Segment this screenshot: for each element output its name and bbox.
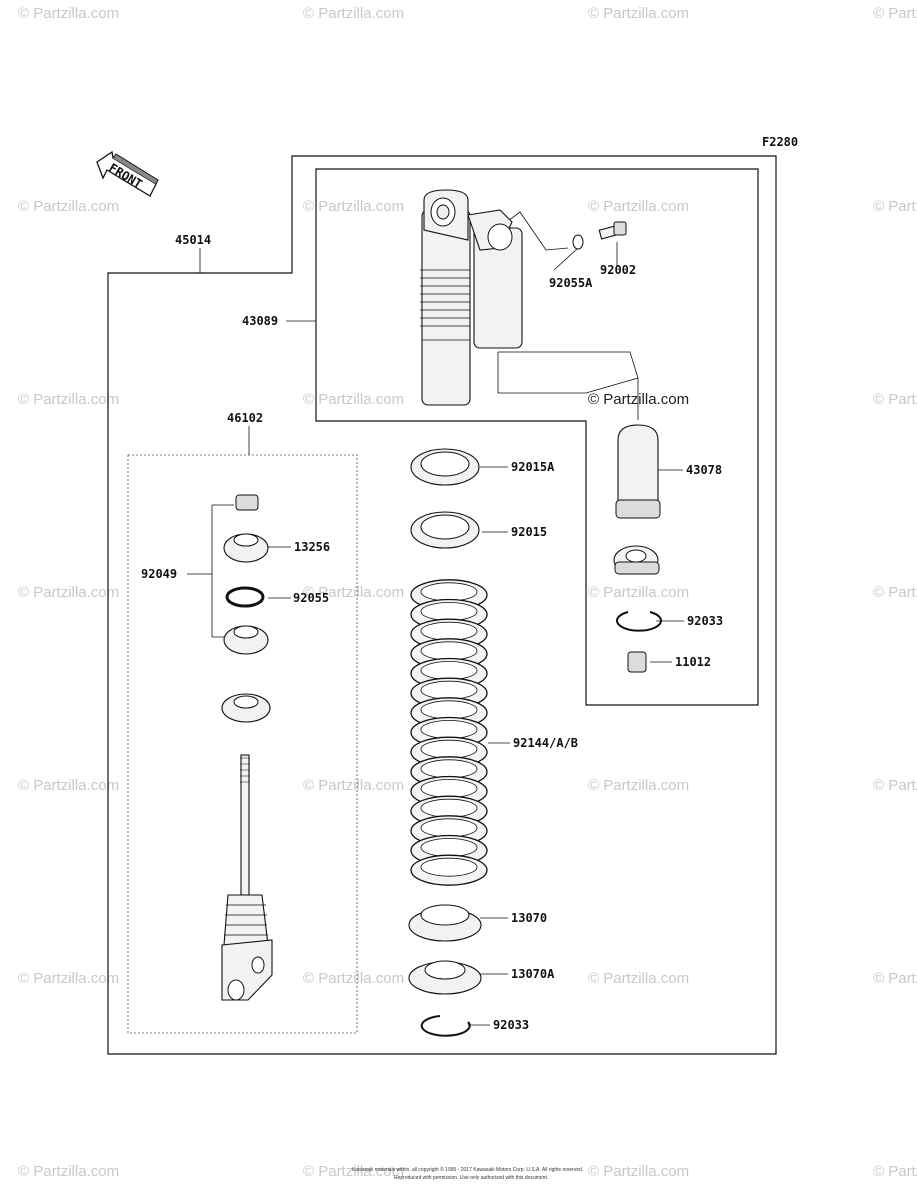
callout-92015A: 92015A [511, 460, 555, 474]
spring-coil-inner [420, 798, 478, 818]
watermark-text: © Partzilla.com [303, 777, 404, 794]
watermark-text: © Partzilla.com [18, 1163, 119, 1180]
callout-92049: 92049 [141, 567, 177, 581]
watermark-text: © Partzilla.com [873, 1163, 917, 1180]
spring-coil-inner [420, 720, 478, 739]
callout-92144: 92144/A/B [513, 736, 578, 750]
damper-rod [221, 754, 273, 1001]
watermark-text: © Partzilla.com [588, 970, 689, 987]
callout-45014: 45014 [175, 233, 211, 247]
spring-92144 [410, 579, 488, 886]
spring-coil-inner [420, 739, 478, 759]
callout-13256: 13256 [294, 540, 330, 554]
watermark-text: © Partzilla.com [303, 1163, 404, 1180]
spring-coil-inner [420, 700, 478, 720]
watermark-text: © Partzilla.com [18, 391, 119, 408]
watermark-text: © Partzilla.com [303, 584, 404, 601]
bushing-lower [223, 625, 269, 655]
spring-coil-inner [420, 759, 478, 779]
watermark-text: © Partzilla.com [18, 198, 119, 215]
washer-part [221, 693, 271, 723]
callout-92015: 92015 [511, 525, 547, 539]
circlip-92033-upper [616, 611, 662, 632]
outline-45014 [107, 155, 777, 1055]
part-11012 [627, 651, 647, 673]
outline-43089 [315, 168, 759, 706]
watermark-main: © Partzilla.com [588, 391, 689, 408]
callout-13070: 13070 [511, 911, 547, 925]
watermark-text: © Partzilla.com [873, 777, 917, 794]
watermark-text: © Partzilla.com [18, 777, 119, 794]
callout-92055A: 92055A [549, 276, 593, 290]
watermark-text: © Partzilla.com [303, 198, 404, 215]
callout-92055: 92055 [293, 591, 329, 605]
watermark-text: © Partzilla.com [588, 198, 689, 215]
spring-seat-13070 [408, 904, 482, 942]
watermark-text: © Partzilla.com [588, 777, 689, 794]
watermark-text: © Partzilla.com [873, 970, 917, 987]
locknut-92015 [410, 511, 480, 549]
watermark-text: © Partzilla.com [588, 584, 689, 601]
callout-92033-lower: 92033 [493, 1018, 529, 1032]
locknut-92015A [410, 448, 480, 486]
watermark-text: © Partzilla.com [18, 5, 119, 22]
spring-coil-inner [420, 857, 478, 877]
spring-coil-inner [420, 582, 478, 602]
copyright-line-2: Reproduced with permission. Use only aut… [394, 1175, 548, 1181]
oring-92055 [225, 586, 265, 608]
front-arrow-icon: FRONT [96, 150, 159, 197]
watermark-text: © Partzilla.com [303, 391, 404, 408]
spring-coil-inner [420, 641, 478, 661]
outline-46102 [127, 454, 358, 1034]
bushing-part [613, 545, 660, 575]
spring-coil-inner [420, 818, 478, 838]
nut-part [235, 494, 259, 511]
oring-92055A [572, 234, 584, 250]
figure-code: F2280 [762, 135, 798, 149]
spring-coil-inner [420, 838, 478, 857]
watermark-text: © Partzilla.com [873, 5, 917, 22]
spring-coil-inner [420, 661, 478, 680]
watermark-text: © Partzilla.com [303, 5, 404, 22]
callout-92002: 92002 [600, 263, 636, 277]
callout-46102: 46102 [227, 411, 263, 425]
watermark-layer: © Partzilla.com © Partzilla.com © Partzill… [18, 5, 917, 1180]
callout-43089: 43089 [242, 314, 278, 328]
watermark-text: © Partzilla.com [873, 391, 917, 408]
callout-43078: 43078 [686, 463, 722, 477]
callout-13070A: 13070A [511, 967, 555, 981]
watermark-text: © Partzilla.com [873, 584, 917, 601]
watermark-text: © Partzilla.com [588, 1163, 689, 1180]
circlip-92033-lower [420, 1015, 471, 1037]
watermark-text: © Partzilla.com [18, 584, 119, 601]
watermark-text: © Partzilla.com [303, 970, 404, 987]
spring-coil-inner [420, 779, 478, 798]
bolt-92002 [598, 221, 627, 240]
watermark-text: © Partzilla.com [588, 5, 689, 22]
watermark-text: © Partzilla.com [18, 970, 119, 987]
shock-body-43089 [420, 189, 523, 406]
spring-coil-inner [420, 680, 478, 700]
spring-seat-13070A [408, 960, 482, 995]
callout-11012: 11012 [675, 655, 711, 669]
spring-coil-inner [420, 602, 478, 621]
bushing-13256 [223, 533, 269, 563]
spring-coil-inner [420, 621, 478, 641]
watermark-text: © Partzilla.com [873, 198, 917, 215]
callout-92033-upper: 92033 [687, 614, 723, 628]
copyright-line-1: Kawasaki materials within, all copyright… [352, 1166, 583, 1173]
cap-43078 [615, 424, 661, 519]
